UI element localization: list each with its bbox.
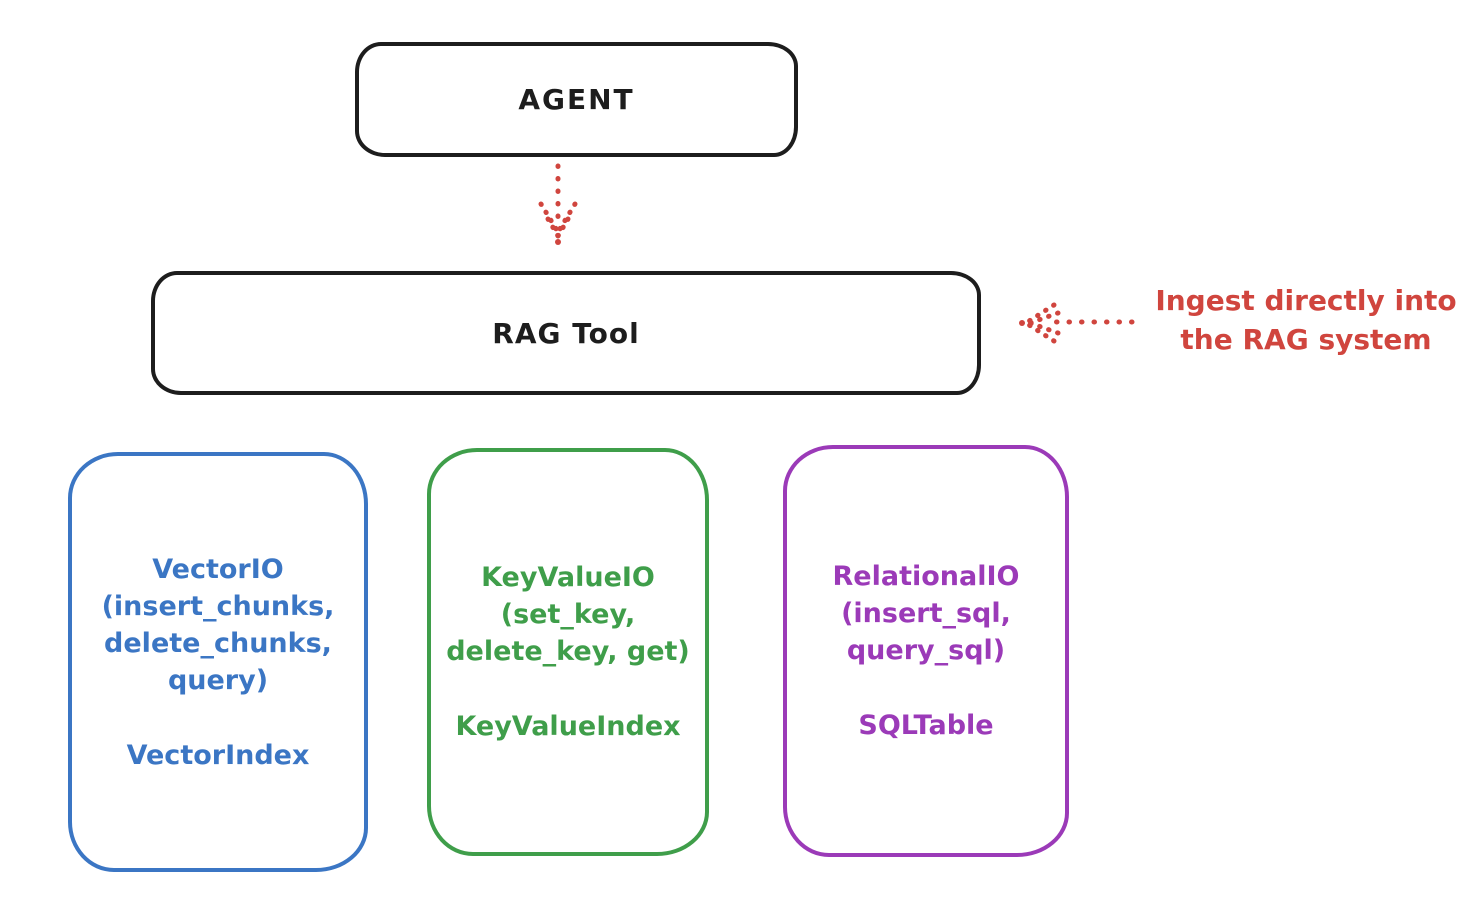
vectorio-line: delete_chunks, — [104, 627, 332, 659]
relationalio-line: (insert_sql, — [841, 598, 1011, 629]
agent-label: AGENT — [518, 83, 635, 116]
vectorio-index-label: VectorIndex — [126, 739, 310, 771]
vectorio-line: VectorIO — [152, 553, 284, 585]
backend-box-vectorio: VectorIO (insert_chunks, delete_chunks, … — [68, 452, 368, 872]
ingest-annotation-line1: Ingest directly into — [1155, 284, 1457, 317]
ingest-arrow-icon — [1019, 302, 1135, 344]
ingest-annotation-line2: the RAG system — [1180, 323, 1432, 356]
relationalio-line: RelationalIO — [832, 561, 1020, 592]
keyvalueio-index-label: KeyValueIndex — [455, 711, 681, 742]
relationalio-index-label: SQLTable — [858, 710, 994, 741]
keyvalueio-line: delete_key, get) — [446, 636, 690, 667]
rag-tool-box: RAG Tool — [151, 271, 981, 395]
relationalio-methods: RelationalIO (insert_sql, query_sql) — [833, 558, 1020, 669]
agent-box: AGENT — [355, 42, 798, 157]
keyvalueio-line: KeyValueIO — [481, 562, 655, 593]
backend-box-relationalio: RelationalIO (insert_sql, query_sql) SQL… — [783, 445, 1069, 857]
rag-tool-label: RAG Tool — [492, 316, 640, 350]
backend-box-keyvalueio: KeyValueIO (set_key, delete_key, get) Ke… — [427, 448, 709, 856]
ingest-annotation: Ingest directly into the RAG system — [1138, 281, 1474, 359]
keyvalueio-line: (set_key, — [500, 599, 636, 630]
vectorio-line: (insert_chunks, — [101, 590, 335, 622]
vectorio-methods: VectorIO (insert_chunks, delete_chunks, … — [102, 551, 335, 699]
keyvalueio-methods: KeyValueIO (set_key, delete_key, get) — [446, 559, 690, 670]
relationalio-line: query_sql) — [846, 635, 1006, 666]
vectorio-line: query) — [167, 664, 269, 696]
agent-to-rag-arrow-icon — [538, 163, 578, 245]
